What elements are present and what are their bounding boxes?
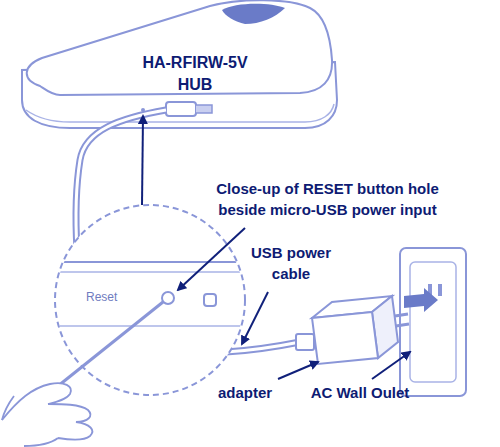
hub-window xyxy=(222,4,285,24)
adapter-jack xyxy=(296,334,314,350)
insert-arrow xyxy=(404,288,438,312)
hand xyxy=(2,396,14,420)
outlet-plate xyxy=(410,262,456,382)
usb-cable xyxy=(226,342,300,352)
leader-arrow xyxy=(372,352,410,379)
usb-cable-core xyxy=(226,342,300,352)
usb-port xyxy=(204,294,216,306)
leader-arrow xyxy=(178,228,245,290)
panel-marking: Reset xyxy=(86,289,146,306)
callout-label: AC Wall Oulet xyxy=(300,382,420,403)
wall-outlet xyxy=(400,248,466,396)
device-name: HA-RFIRW-5V HUB xyxy=(135,52,255,97)
callout-label: adapter xyxy=(212,382,278,403)
plug-prongs xyxy=(395,314,409,326)
callout-label: USB power cable xyxy=(245,242,337,284)
adapter-front xyxy=(312,312,378,364)
leader-arrow xyxy=(242,292,268,344)
usb-plug-tip xyxy=(196,105,212,113)
closeup-panel xyxy=(50,262,250,326)
outlet-slot xyxy=(438,284,442,296)
hand xyxy=(2,383,92,446)
leader-arrow xyxy=(278,362,318,379)
leader-arrow xyxy=(142,116,143,205)
reset-hole xyxy=(162,292,174,304)
usb-plug xyxy=(166,102,196,116)
callout-label: Close-up of RESET button hole beside mic… xyxy=(200,178,455,220)
